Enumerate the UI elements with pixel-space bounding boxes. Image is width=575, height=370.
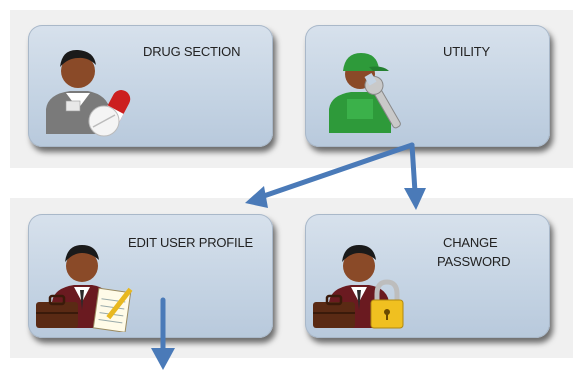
user-briefcase-lock-icon [311, 232, 411, 332]
edit-user-profile-tile[interactable]: EDIT USER PROFILE [28, 214, 273, 338]
change-password-tile[interactable]: CHANGE PASSWORD [305, 214, 550, 338]
drug-section-label: DRUG SECTION [143, 44, 241, 59]
utility-label: UTILITY [443, 44, 490, 59]
change-password-label-line1: CHANGE [443, 235, 498, 250]
change-password-label-line2: PASSWORD [437, 254, 511, 269]
user-briefcase-notepad-icon [34, 232, 134, 332]
utility-tile[interactable]: UTILITY [305, 25, 550, 147]
technician-wrench-icon [323, 41, 403, 137]
drug-section-tile[interactable]: DRUG SECTION [28, 25, 273, 147]
edit-user-profile-label: EDIT USER PROFILE [128, 235, 253, 250]
pharmacist-pills-icon [38, 39, 133, 139]
